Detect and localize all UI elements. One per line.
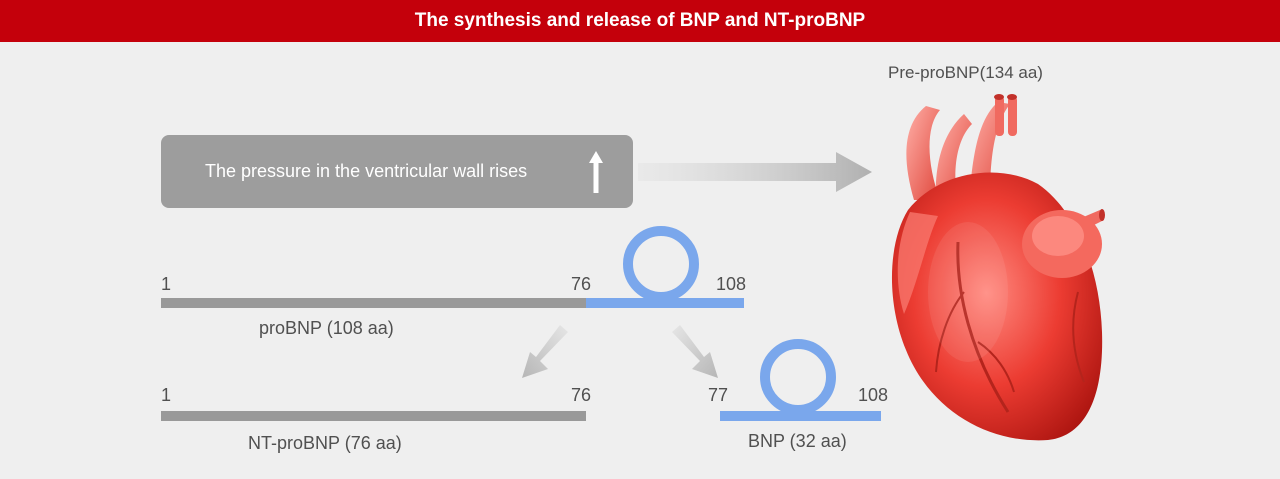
ntprobnp-start-label: 1 [161,385,172,405]
bnp-segment [720,411,881,421]
probnp-label: proBNP (108 aa) [259,318,394,338]
ntprobnp-segment [161,411,586,421]
up-arrow-icon [589,151,603,193]
probnp-loop-icon [623,226,699,302]
ntprobnp-label: NT-proBNP (76 aa) [248,433,402,453]
bnp-label: BNP (32 aa) [748,431,847,451]
page-title: The synthesis and release of BNP and NT-… [414,10,866,31]
cleave-left-arrow-icon [522,325,568,378]
pressure-box: The pressure in the ventricular wall ris… [161,135,633,208]
pressure-label: The pressure in the ventricular wall ris… [205,161,528,181]
cleave-right-arrow-icon [672,325,718,378]
bnp-loop-icon [760,339,836,415]
heart-icon [891,94,1105,441]
bnp-end-label: 108 [858,385,889,405]
pre-probnp-label: Pre-proBNP(134 aa) [888,63,1043,82]
title-bar: The synthesis and release of BNP and NT-… [0,0,1280,42]
probnp-bnp-segment [586,298,744,308]
probnp-split-label: 76 [571,274,592,294]
ntprobnp-end-label: 76 [571,385,592,405]
probnp-nt-segment [161,298,586,308]
bnp-start-label: 77 [708,385,729,405]
probnp-end-label: 108 [716,274,747,294]
probnp-start-label: 1 [161,274,172,294]
flow-arrow-icon [638,152,872,192]
